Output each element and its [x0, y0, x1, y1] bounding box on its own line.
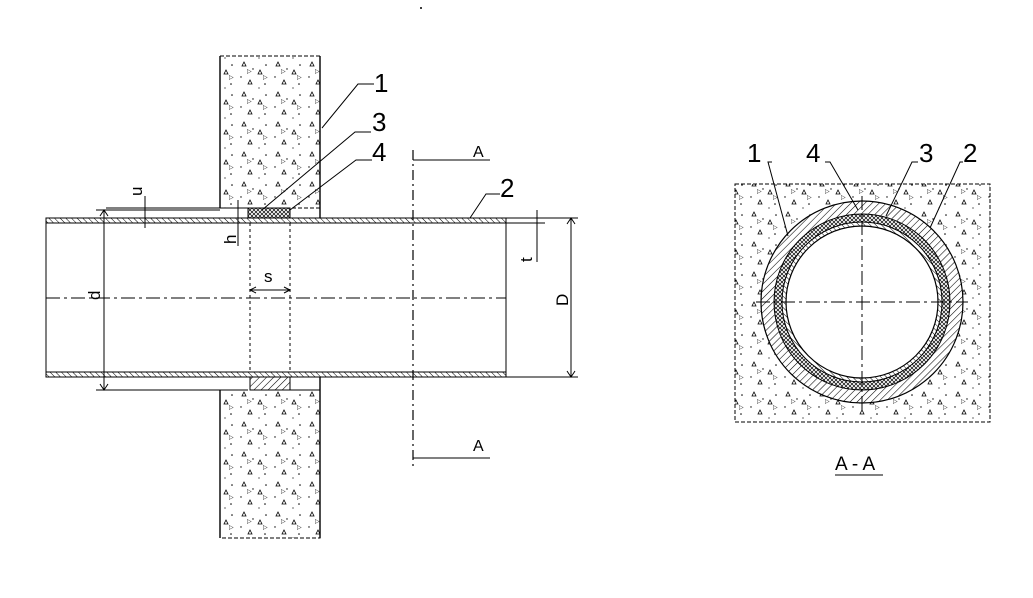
callout-1-long: 1	[374, 68, 388, 98]
longitudinal-view: A A d u h s D t	[45, 55, 578, 539]
dim-d-label: d	[85, 291, 104, 300]
dim-t-label: t	[517, 257, 536, 262]
sealant-bottom	[249, 376, 291, 391]
section-marker-bottom: A	[473, 438, 484, 455]
section-title: A - A	[835, 454, 875, 475]
callout-1-section: 1	[747, 138, 761, 168]
pipe-wall-bottom	[45, 371, 507, 378]
sleeve-top	[247, 207, 291, 219]
dim-D-label: D	[553, 294, 572, 306]
section-marker-top: A	[473, 144, 484, 161]
section-view-a-a: 1 4 3 2 A - A	[734, 138, 991, 476]
dim-u-label: u	[127, 187, 146, 196]
callout-3-section: 3	[919, 138, 933, 168]
callout-4-section: 4	[806, 138, 820, 168]
stray-dot	[420, 7, 422, 9]
callout-2-long: 2	[500, 173, 514, 203]
callout-2-section: 2	[963, 138, 977, 168]
callout-4-long: 4	[372, 137, 386, 167]
wall-lower	[219, 389, 321, 539]
dim-h-label: h	[221, 235, 240, 244]
pipe-wall-top	[45, 217, 507, 224]
dim-s-label: s	[264, 267, 273, 286]
callout-3-long: 3	[372, 107, 386, 137]
wall-upper	[219, 55, 321, 209]
